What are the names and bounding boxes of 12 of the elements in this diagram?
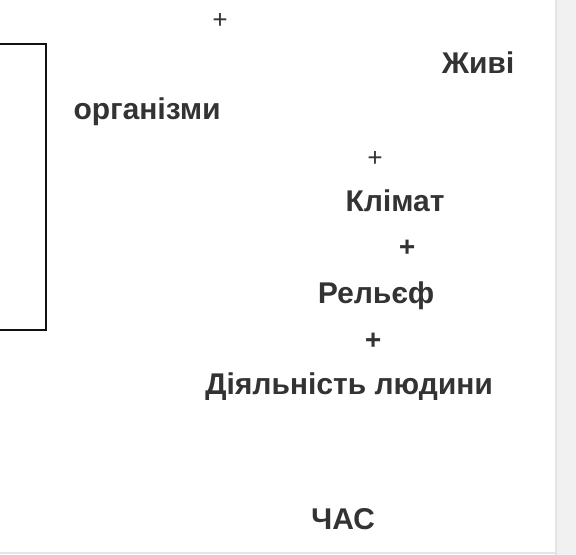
plus-sign: + — [364, 326, 382, 354]
factor-label: Діяльність людини — [205, 370, 493, 400]
plus-sign: + — [367, 144, 383, 170]
plus-sign: + — [398, 233, 416, 261]
cropped-frame-box — [0, 43, 47, 331]
factor-label: Рельєф — [318, 279, 434, 309]
factor-label: Живі — [442, 49, 514, 79]
plus-sign: + — [212, 6, 228, 32]
factor-label: Клімат — [346, 187, 444, 217]
time-label: ЧАС — [311, 505, 375, 535]
side-margin-bar — [555, 0, 576, 555]
factor-label: організми — [73, 95, 221, 125]
